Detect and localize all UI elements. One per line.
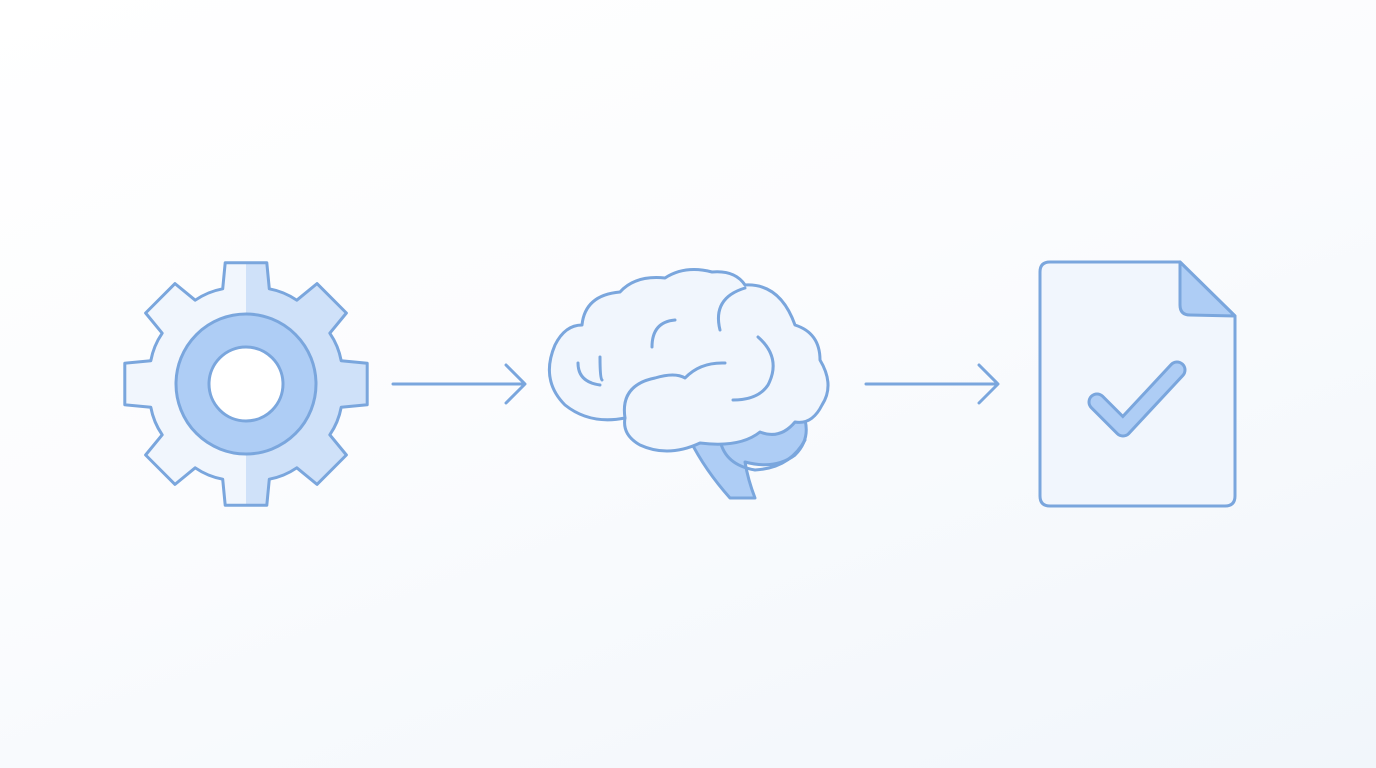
gear-icon (123, 261, 369, 507)
document-fold (1178, 260, 1237, 318)
gear-hole (207, 345, 285, 423)
gear-ring-outer (174, 312, 318, 456)
brain-cerebrum (547, 268, 830, 453)
brain-cerebellum (718, 438, 807, 472)
check-icon-fill (1090, 363, 1184, 435)
document-check-icon (1038, 260, 1237, 508)
arrow-right-icon (864, 363, 1000, 405)
document-page (1038, 260, 1237, 508)
gear-ring (176, 314, 316, 454)
brain-icon (547, 268, 830, 500)
arrow-right-icon (391, 363, 527, 405)
gear-outline (123, 261, 369, 507)
